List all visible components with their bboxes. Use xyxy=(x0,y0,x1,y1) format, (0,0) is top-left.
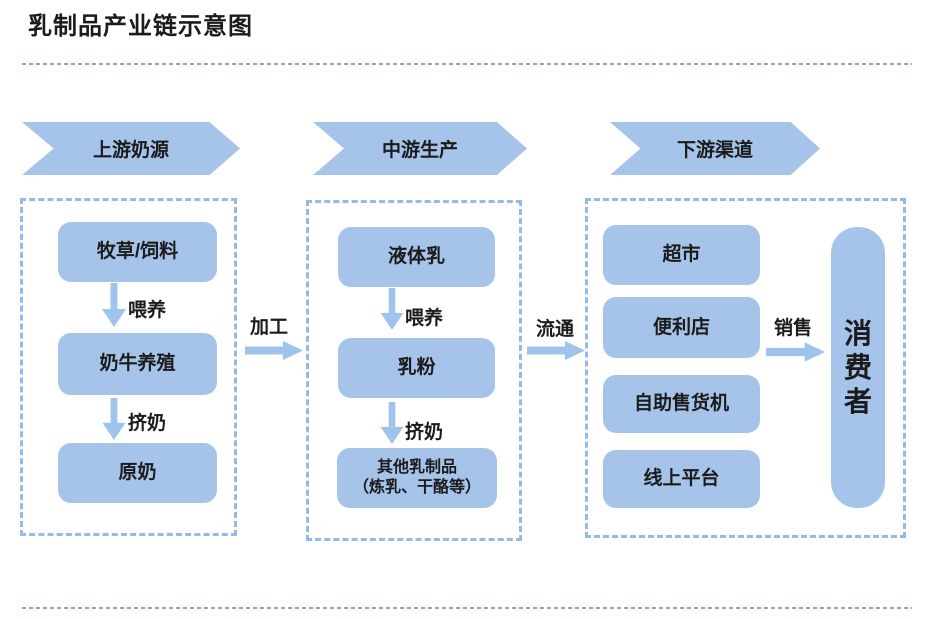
bottom-divider xyxy=(22,607,912,609)
node-consumer: 消费者 xyxy=(831,227,885,508)
node-online-platform: 线上平台 xyxy=(603,450,760,508)
upstream-panel: 牧草/饲料 喂养 奶牛养殖 挤奶 原奶 xyxy=(20,198,237,536)
node-liquid-milk-label: 液体乳 xyxy=(387,246,445,268)
edge-label-feeding: 喂养 xyxy=(405,308,444,329)
edge-label-feeding: 喂养 xyxy=(128,300,167,321)
edge-label-milking: 挤奶 xyxy=(128,413,167,434)
down-arrow-icon xyxy=(102,398,126,440)
stage-banner-upstream-label: 上游奶源 xyxy=(92,140,169,161)
node-supermarket-label: 超市 xyxy=(662,244,701,266)
stage-banner-upstream: 上游奶源 xyxy=(22,122,240,175)
node-pasture-feed: 牧草/饲料 xyxy=(58,222,217,282)
node-milk-powder-label: 乳粉 xyxy=(397,357,436,379)
down-arrow-icon xyxy=(102,283,126,327)
page-title: 乳制品产业链示意图 xyxy=(28,13,253,40)
node-convenience-store: 便利店 xyxy=(603,297,760,358)
node-other-dairy-products-sublabel: （炼乳、干酪等） xyxy=(352,479,481,496)
connector-label-circulation: 流通 xyxy=(535,319,574,340)
node-dairy-farming-label: 奶牛养殖 xyxy=(99,353,176,375)
stage-banner-downstream: 下游渠道 xyxy=(610,122,820,175)
node-other-dairy-products-label: 其他乳制品 xyxy=(376,459,457,476)
node-pasture-feed-label: 牧草/饲料 xyxy=(96,241,179,263)
node-raw-milk-label: 原奶 xyxy=(118,462,157,484)
node-other-dairy-products: 其他乳制品 （炼乳、干酪等） xyxy=(337,448,497,508)
stage-banner-midstream: 中游生产 xyxy=(313,122,527,175)
right-arrow-icon xyxy=(527,341,585,360)
right-arrow-icon xyxy=(245,341,303,360)
node-liquid-milk: 液体乳 xyxy=(338,227,495,287)
node-online-platform-label: 线上平台 xyxy=(643,468,720,490)
node-vending-machine-label: 自助售货机 xyxy=(633,393,729,415)
node-milk-powder: 乳粉 xyxy=(338,338,495,398)
midstream-panel: 液体乳 喂养 乳粉 挤奶 其他乳制品 （炼乳、干酪等） xyxy=(306,200,522,541)
stage-banner-downstream-label: 下游渠道 xyxy=(676,140,753,161)
node-raw-milk: 原奶 xyxy=(58,443,217,503)
down-arrow-icon xyxy=(380,288,404,330)
node-convenience-store-label: 便利店 xyxy=(652,316,710,338)
right-arrow-icon xyxy=(766,342,825,362)
node-dairy-farming: 奶牛养殖 xyxy=(58,333,217,395)
top-divider xyxy=(22,63,912,65)
stage-banner-midstream-label: 中游生产 xyxy=(381,140,458,161)
connector-label-processing: 加工 xyxy=(249,317,288,338)
node-vending-machine: 自助售货机 xyxy=(603,375,760,433)
edge-label-milking: 挤奶 xyxy=(405,422,444,443)
sales-label: 销售 xyxy=(773,318,812,339)
downstream-panel: 超市 便利店 自助售货机 线上平台 销售 消费者 xyxy=(585,198,906,538)
node-supermarket: 超市 xyxy=(603,225,760,285)
down-arrow-icon xyxy=(380,402,404,444)
